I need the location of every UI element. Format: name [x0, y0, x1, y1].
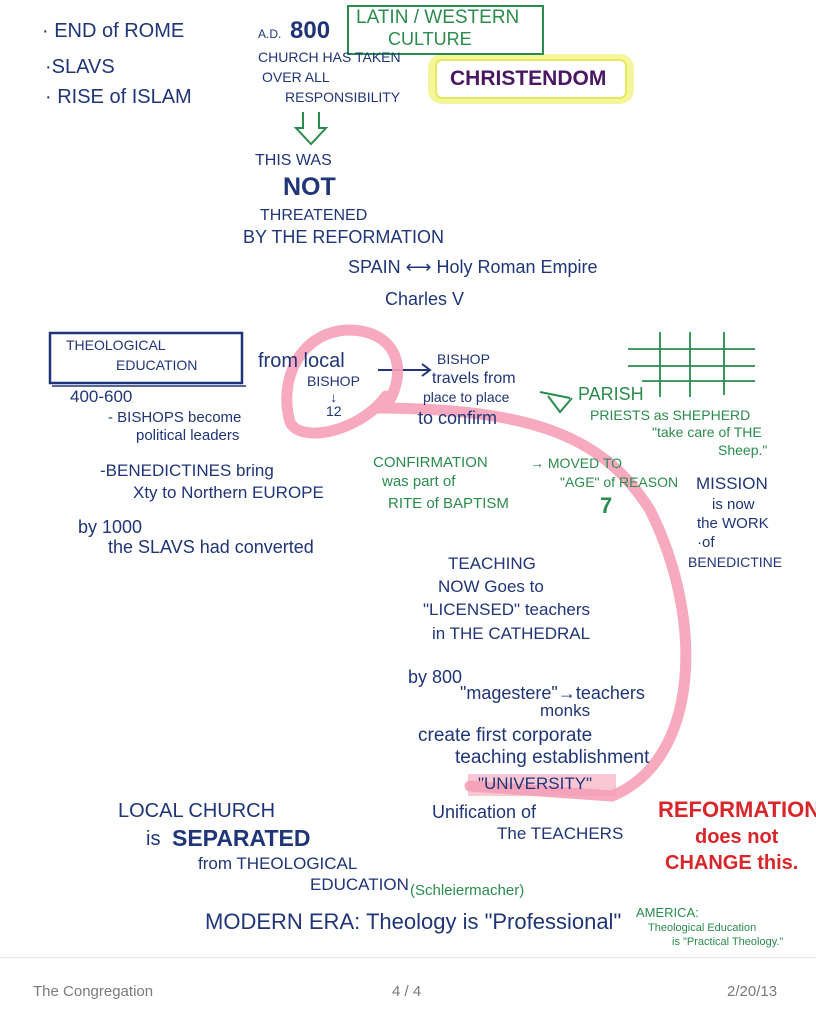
mission-2: is now	[712, 496, 755, 513]
local-church-is: is	[146, 828, 161, 850]
teaching-3: "LICENSED" teachers	[423, 600, 591, 619]
benedictines-1: -BENEDICTINES bring	[100, 461, 274, 480]
footer-title: The Congregation	[33, 983, 154, 1000]
by800-3: monks	[540, 701, 591, 720]
christendom: CHRISTENDOM	[450, 67, 607, 90]
latin-culture-box	[347, 5, 544, 55]
unification-2: The TEACHERS	[497, 824, 624, 843]
period: 400-600	[70, 387, 133, 406]
by-1000: by 1000	[78, 517, 143, 537]
bishops-political-1: - BISHOPS become	[108, 409, 242, 426]
down-arrow-icon	[293, 112, 329, 146]
university-highlight	[468, 774, 616, 796]
church-line-2: OVER ALL	[262, 69, 330, 85]
culture: CULTURE	[388, 29, 472, 49]
drawing-strokes	[48, 5, 755, 802]
twelve: ↓ 12	[326, 389, 342, 419]
ad-year: 800	[290, 17, 331, 44]
church-line-1: CHURCH HAS TAKEN	[258, 49, 401, 65]
bishop-travels-4: to confirm	[418, 408, 498, 428]
parish-grid	[628, 332, 755, 397]
priests-1: PRIESTS as SHEPHERD	[590, 407, 751, 423]
separated: SEPARATED	[172, 825, 311, 851]
note-end-of-rome: · END of ROME	[42, 20, 185, 42]
america-1: AMERICA:	[636, 905, 699, 920]
threatened: THREATENED	[260, 207, 368, 224]
by800-5: teaching establishment	[455, 747, 650, 768]
by-the-reformation: BY THE REFORMATION	[243, 227, 445, 247]
theological-education-box	[48, 331, 244, 385]
america-2: Theological Education	[648, 922, 757, 934]
ad-prefix: A.D.	[258, 27, 282, 41]
by800-1: by 800	[408, 667, 463, 687]
mission-3: the WORK	[697, 515, 769, 532]
priests-2: "take care of THE	[652, 424, 762, 440]
by800-2: "magestere"→teachers	[460, 683, 645, 703]
christendom-box	[435, 59, 627, 99]
mission-5: BENEDICTINE	[688, 554, 783, 570]
schleiermacher: (Schleiermacher)	[410, 882, 525, 899]
university: "UNIVERSITY"	[478, 774, 593, 793]
america-3: is "Practical Theology."	[672, 936, 784, 948]
bishop-travels-3: place to place	[423, 389, 510, 405]
note-slavs: ·SLAVS	[45, 56, 115, 78]
moved-3: 7	[600, 493, 613, 518]
moved-2: "AGE" of REASON	[560, 474, 679, 490]
teaching-1: TEACHING	[448, 554, 536, 573]
local-church-education: EDUCATION	[310, 875, 409, 894]
theological: THEOLOGICAL	[66, 337, 166, 353]
confirmation-3: RITE of BAPTISM	[388, 495, 509, 512]
bishop-travels-1: BISHOP	[437, 351, 490, 367]
this-was: THIS WAS	[255, 152, 332, 169]
slavs-converted: the SLAVS had converted	[108, 537, 314, 557]
footer-divider	[0, 957, 816, 958]
spain-hre: SPAIN ⟷ Holy Roman Empire	[348, 257, 598, 277]
parish: PARISH	[578, 384, 644, 404]
confirmation-1: CONFIRMATION	[373, 454, 488, 471]
note-rise-of-islam: · RISE of ISLAM	[45, 86, 192, 108]
by800-4: create first corporate	[418, 725, 593, 746]
latin-western: LATIN / WESTERN	[356, 7, 520, 28]
reformation-2: does not	[695, 826, 779, 848]
bishop-travels-2: travels from	[432, 370, 516, 387]
bishops-political-2: political leaders	[136, 427, 240, 444]
unification-1: Unification of	[432, 802, 537, 822]
modern-era: MODERN ERA: Theology is "Professional"	[205, 909, 622, 934]
education: EDUCATION	[116, 357, 198, 373]
from-local: from local	[258, 350, 345, 372]
arrow-icon	[378, 363, 432, 377]
reformation-3: CHANGE this.	[665, 852, 799, 874]
teaching-4: in THE CATHEDRAL	[432, 624, 591, 643]
charles-v: Charles V	[385, 289, 465, 309]
arrow-to-parish-icon	[539, 391, 573, 414]
church-line-3: RESPONSIBILITY	[285, 89, 401, 105]
not: NOT	[283, 173, 336, 201]
moved-1: → MOVED TO	[530, 455, 623, 471]
bishop: BISHOP	[307, 373, 360, 389]
mission-1: MISSION	[696, 474, 768, 493]
benedictines-2: Xty to Northern EUROPE	[133, 483, 324, 502]
reformation-1: REFORMATION	[658, 797, 816, 822]
from-theological: from THEOLOGICAL	[198, 854, 358, 873]
local-church: LOCAL CHURCH	[118, 800, 276, 822]
mission-4: ·of	[697, 534, 715, 551]
teaching-2: NOW Goes to	[438, 577, 544, 596]
confirmation-2: was part of	[382, 473, 456, 490]
priests-3: Sheep."	[718, 442, 768, 458]
footer-date: 2/20/13	[727, 983, 778, 1000]
page-indicator: 4 / 4	[392, 983, 422, 1000]
pink-loop	[281, 324, 692, 802]
